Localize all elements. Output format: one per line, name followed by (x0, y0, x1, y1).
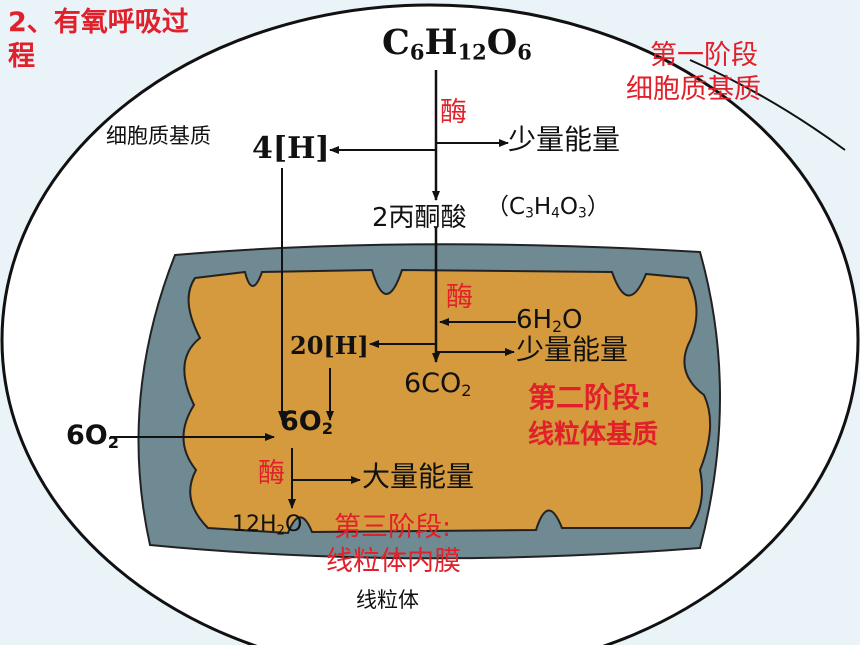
hydrogen-20h-label: 20[H] (290, 331, 369, 360)
stage3-water-tail: O (284, 512, 303, 537)
stage3-title: 第三阶段: (334, 512, 452, 543)
stage1-accent-arc (689, 59, 846, 151)
oxygen-in-sub: 2 (107, 433, 120, 453)
stage1-energy-label: 少量能量 (508, 123, 621, 156)
stage2-title: 第二阶段: (528, 381, 652, 414)
pyruvate-formula-open: （C (486, 194, 526, 220)
oxygen-base: 6O (280, 406, 322, 437)
stage1-location: 细胞质基质 (626, 74, 761, 105)
co2-label: 6CO2 (404, 368, 472, 401)
stage3-water-sub: 2 (276, 523, 285, 539)
stage3-location: 线粒体内膜 (326, 546, 461, 577)
pyruvate-h: H (533, 194, 552, 220)
stage2-location: 线粒体基质 (528, 420, 659, 450)
glucose-h: H (424, 22, 458, 63)
stage2-energy-label: 少量能量 (516, 333, 629, 366)
oxygen-label: 6O2 (280, 406, 334, 439)
pyruvate-c-count: 3 (525, 205, 534, 222)
glucose-o-count: 6 (517, 39, 532, 65)
stage1-side-location: 细胞质基质 (106, 124, 211, 148)
glucose-c-count: 6 (409, 39, 425, 65)
page-title-line2: 程 (8, 41, 35, 72)
pyruvate-formula: （C3H4O3） (486, 194, 610, 222)
stage2-enzyme: 酶 (446, 282, 473, 313)
oxygen-in-label: 6O2 (66, 420, 120, 453)
pyruvate-h-count: 4 (551, 205, 560, 222)
stage1-title: 第一阶段 (650, 40, 758, 71)
stage3-energy-label: 大量能量 (362, 460, 475, 493)
mitochondrion-matrix (182, 268, 712, 535)
glucose-formula: C6H12O6 (382, 22, 532, 63)
stage3-water-base: 12H (232, 512, 277, 537)
oxygen-sub: 2 (321, 419, 334, 439)
stage2-water-label: 6H2O (516, 305, 583, 336)
oxygen-in-base: 6O (66, 420, 108, 451)
glucose-o: O (486, 22, 518, 63)
page-title-line1: 2、有氧呼吸过 (8, 7, 189, 38)
pyruvate-formula-close: ） (586, 194, 610, 220)
hydrogen-4h-label: 4[H] (252, 131, 330, 166)
glucose-c: C (382, 22, 410, 63)
stage3-enzyme: 酶 (258, 458, 285, 489)
glucose-h-count: 12 (457, 39, 487, 65)
pyruvate-o-count: 3 (578, 205, 587, 222)
pyruvate-o: O (559, 194, 579, 220)
mitochondrion-label: 线粒体 (356, 588, 419, 612)
co2-sub: 2 (461, 381, 472, 401)
stage2-water-sub: 2 (552, 317, 563, 336)
co2-base: 6CO (404, 368, 462, 399)
stage1-enzyme: 酶 (440, 97, 467, 128)
stage2-water-base: 6H (516, 305, 553, 335)
stage2-water-tail: O (562, 305, 583, 335)
stage3-water-label: 12H2O (232, 512, 303, 539)
pyruvate-label: 2丙酮酸 (372, 203, 467, 233)
